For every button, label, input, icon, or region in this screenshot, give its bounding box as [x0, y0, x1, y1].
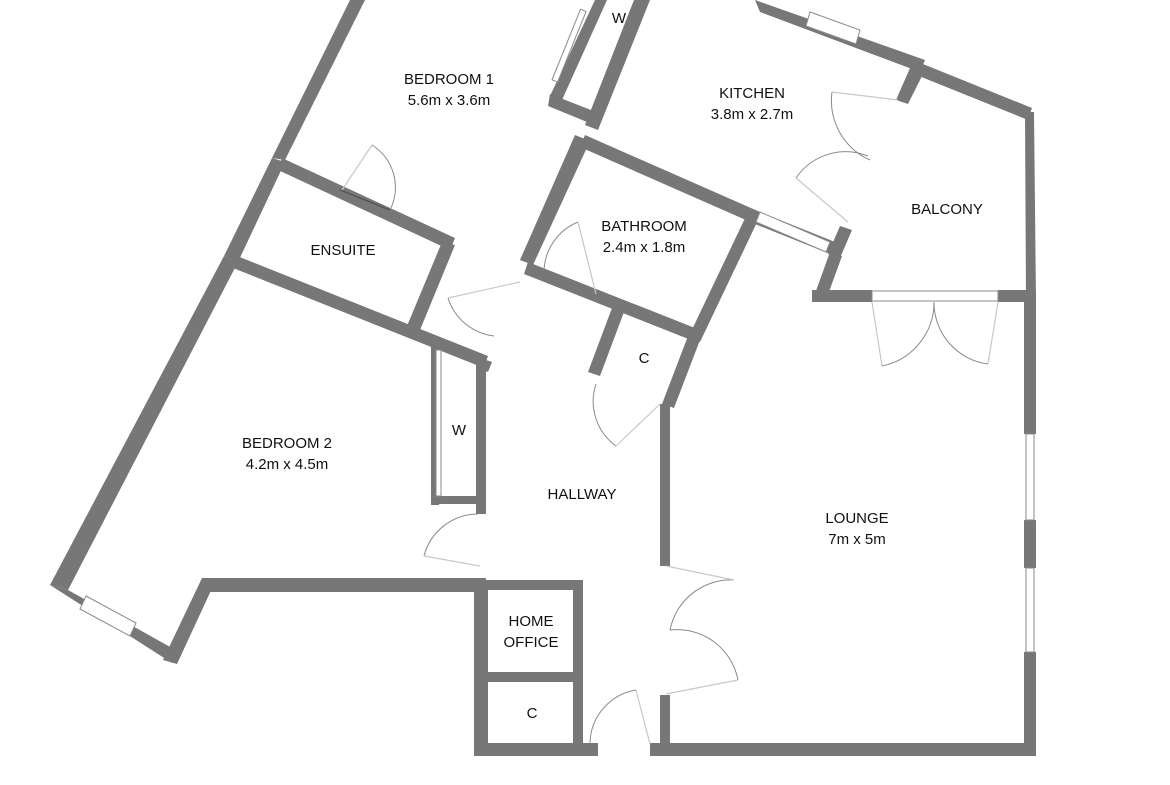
door-bedroom1-arc: [447, 297, 495, 337]
door-lounge-arc-2: [669, 629, 739, 681]
wall-cupboard-left: [588, 308, 624, 376]
door-wardrobe-mid: [435, 349, 442, 497]
door-bathroom-arc: [543, 221, 579, 271]
window-bedroom2: [79, 595, 137, 637]
wall-balcony-angle: [812, 252, 842, 302]
wall-lounge-right-mid: [1024, 520, 1036, 568]
wall-bedroom1-right: [520, 135, 590, 265]
wall-hallway-left-top: [476, 358, 492, 372]
door-balcony-arc-1: [881, 301, 935, 367]
door-kitchen-leaf: [831, 91, 899, 101]
cupboard-label-low: C: [527, 705, 538, 722]
wall-office-top: [474, 580, 582, 590]
wall-office-bottom: [474, 672, 582, 682]
cupboard-label-mid: C: [639, 350, 650, 367]
windows: [79, 11, 1035, 653]
wall-ensuite-right: [407, 242, 455, 330]
door-cupboard-arc: [592, 383, 617, 447]
window-lounge-upper: [1025, 433, 1035, 521]
wall-ensuite-left: [224, 158, 285, 262]
kitchen-size: 3.8m x 2.7m: [711, 106, 794, 123]
wall-hallway-right-low: [660, 695, 670, 755]
bedroom2-size: 4.2m x 4.5m: [246, 456, 329, 473]
door-ensuite-leaf: [341, 144, 373, 191]
wall-cupboard-low-right: [573, 672, 583, 756]
wardrobe-label-mid: W: [452, 422, 467, 439]
wall-bathroom-right: [688, 212, 760, 342]
room-labels: BEDROOM 1 5.6m x 3.6m KITCHEN 3.8m x 2.7…: [242, 10, 983, 722]
door-bedroom1-leaf: [447, 281, 521, 299]
door-kitchen-arc: [830, 91, 871, 161]
wall-wardrobe-mid-bottom: [431, 496, 486, 504]
wall-wardrobe-top-right: [585, 0, 650, 130]
wall-bathroom-bottom: [524, 262, 700, 342]
door-balcony-arc-2: [933, 301, 989, 365]
window-kitchen: [805, 11, 861, 45]
door-kitchen-arc-2: [795, 151, 869, 179]
wall-wardrobe-top: [550, 0, 607, 100]
ensuite-name: ENSUITE: [310, 242, 375, 259]
lounge-size: 7m x 5m: [828, 531, 886, 548]
wall-kitchen-balcony: [896, 68, 924, 104]
door-lounge-leaf-1: [665, 565, 735, 581]
wall-wardrobe-top-bottom: [548, 94, 596, 124]
door-wardrobe-top: [551, 8, 587, 83]
door-lounge-leaf-2: [665, 679, 739, 695]
wall-cupboard-right: [662, 336, 700, 408]
home-office-name-line2: OFFICE: [504, 634, 559, 651]
bathroom-name: BATHROOM: [601, 218, 687, 235]
window-lounge-lower: [1025, 567, 1035, 653]
door-bedroom2-arc: [423, 513, 479, 557]
hallway-name: HALLWAY: [548, 486, 617, 503]
wall-balcony-right: [1025, 112, 1036, 302]
door-entrance-leaf: [635, 689, 651, 745]
wall-bedroom1-left: [272, 0, 365, 160]
wall-kitchen-balcony-low: [828, 226, 852, 258]
wall-balcony-top: [914, 62, 1032, 120]
lounge-name: LOUNGE: [825, 510, 888, 527]
door-entrance-arc: [589, 689, 637, 745]
wall-bedroom2-left: [50, 256, 238, 590]
door-balcony-leaf-1: [871, 301, 883, 367]
balcony-name: BALCONY: [911, 201, 983, 218]
window-balcony-door: [871, 290, 999, 302]
door-ensuite-sill: [339, 189, 391, 211]
wall-lounge-right-low: [1024, 652, 1036, 756]
wall-hallway-right: [660, 404, 670, 566]
wall-bottom-right: [650, 743, 670, 756]
bedroom1-size: 5.6m x 3.6m: [408, 92, 491, 109]
door-bathroom-leaf: [577, 221, 597, 295]
wall-lounge-right: [1024, 296, 1036, 434]
bedroom1-name: BEDROOM 1: [404, 71, 494, 88]
door-cupboard-leaf: [615, 403, 661, 447]
wall-balcony-bottom: [812, 290, 872, 302]
door-kitchen-leaf-2: [795, 177, 849, 223]
door-ensuite-arc: [371, 144, 396, 211]
door-balcony-leaf-2: [987, 301, 999, 365]
wall-wardrobe-mid-left: [431, 345, 439, 505]
wall-bottom-left: [474, 743, 598, 756]
wall-bedroom2-bottom-angle: [163, 578, 214, 664]
home-office-name-line1: HOME: [509, 613, 554, 630]
wall-office-left: [474, 580, 488, 756]
door-lounge-arc-1: [669, 579, 735, 631]
wall-bedroom2-bottom: [202, 578, 486, 592]
wall-lounge-bottom: [660, 743, 1036, 756]
wall-bathroom-top: [580, 135, 760, 224]
kitchen-name: KITCHEN: [719, 85, 785, 102]
wall-hallway-left: [476, 364, 486, 514]
wardrobe-label-top: W: [612, 10, 627, 27]
doors: [339, 8, 999, 745]
bedroom2-name: BEDROOM 2: [242, 435, 332, 452]
wall-ensuite-top: [278, 158, 455, 250]
bathroom-size: 2.4m x 1.8m: [603, 239, 686, 256]
window-kitchen-bathroom: [755, 211, 831, 253]
wall-bedroom2-top: [228, 254, 488, 368]
door-bedroom2-leaf: [423, 555, 481, 567]
wall-office-right: [573, 580, 583, 680]
